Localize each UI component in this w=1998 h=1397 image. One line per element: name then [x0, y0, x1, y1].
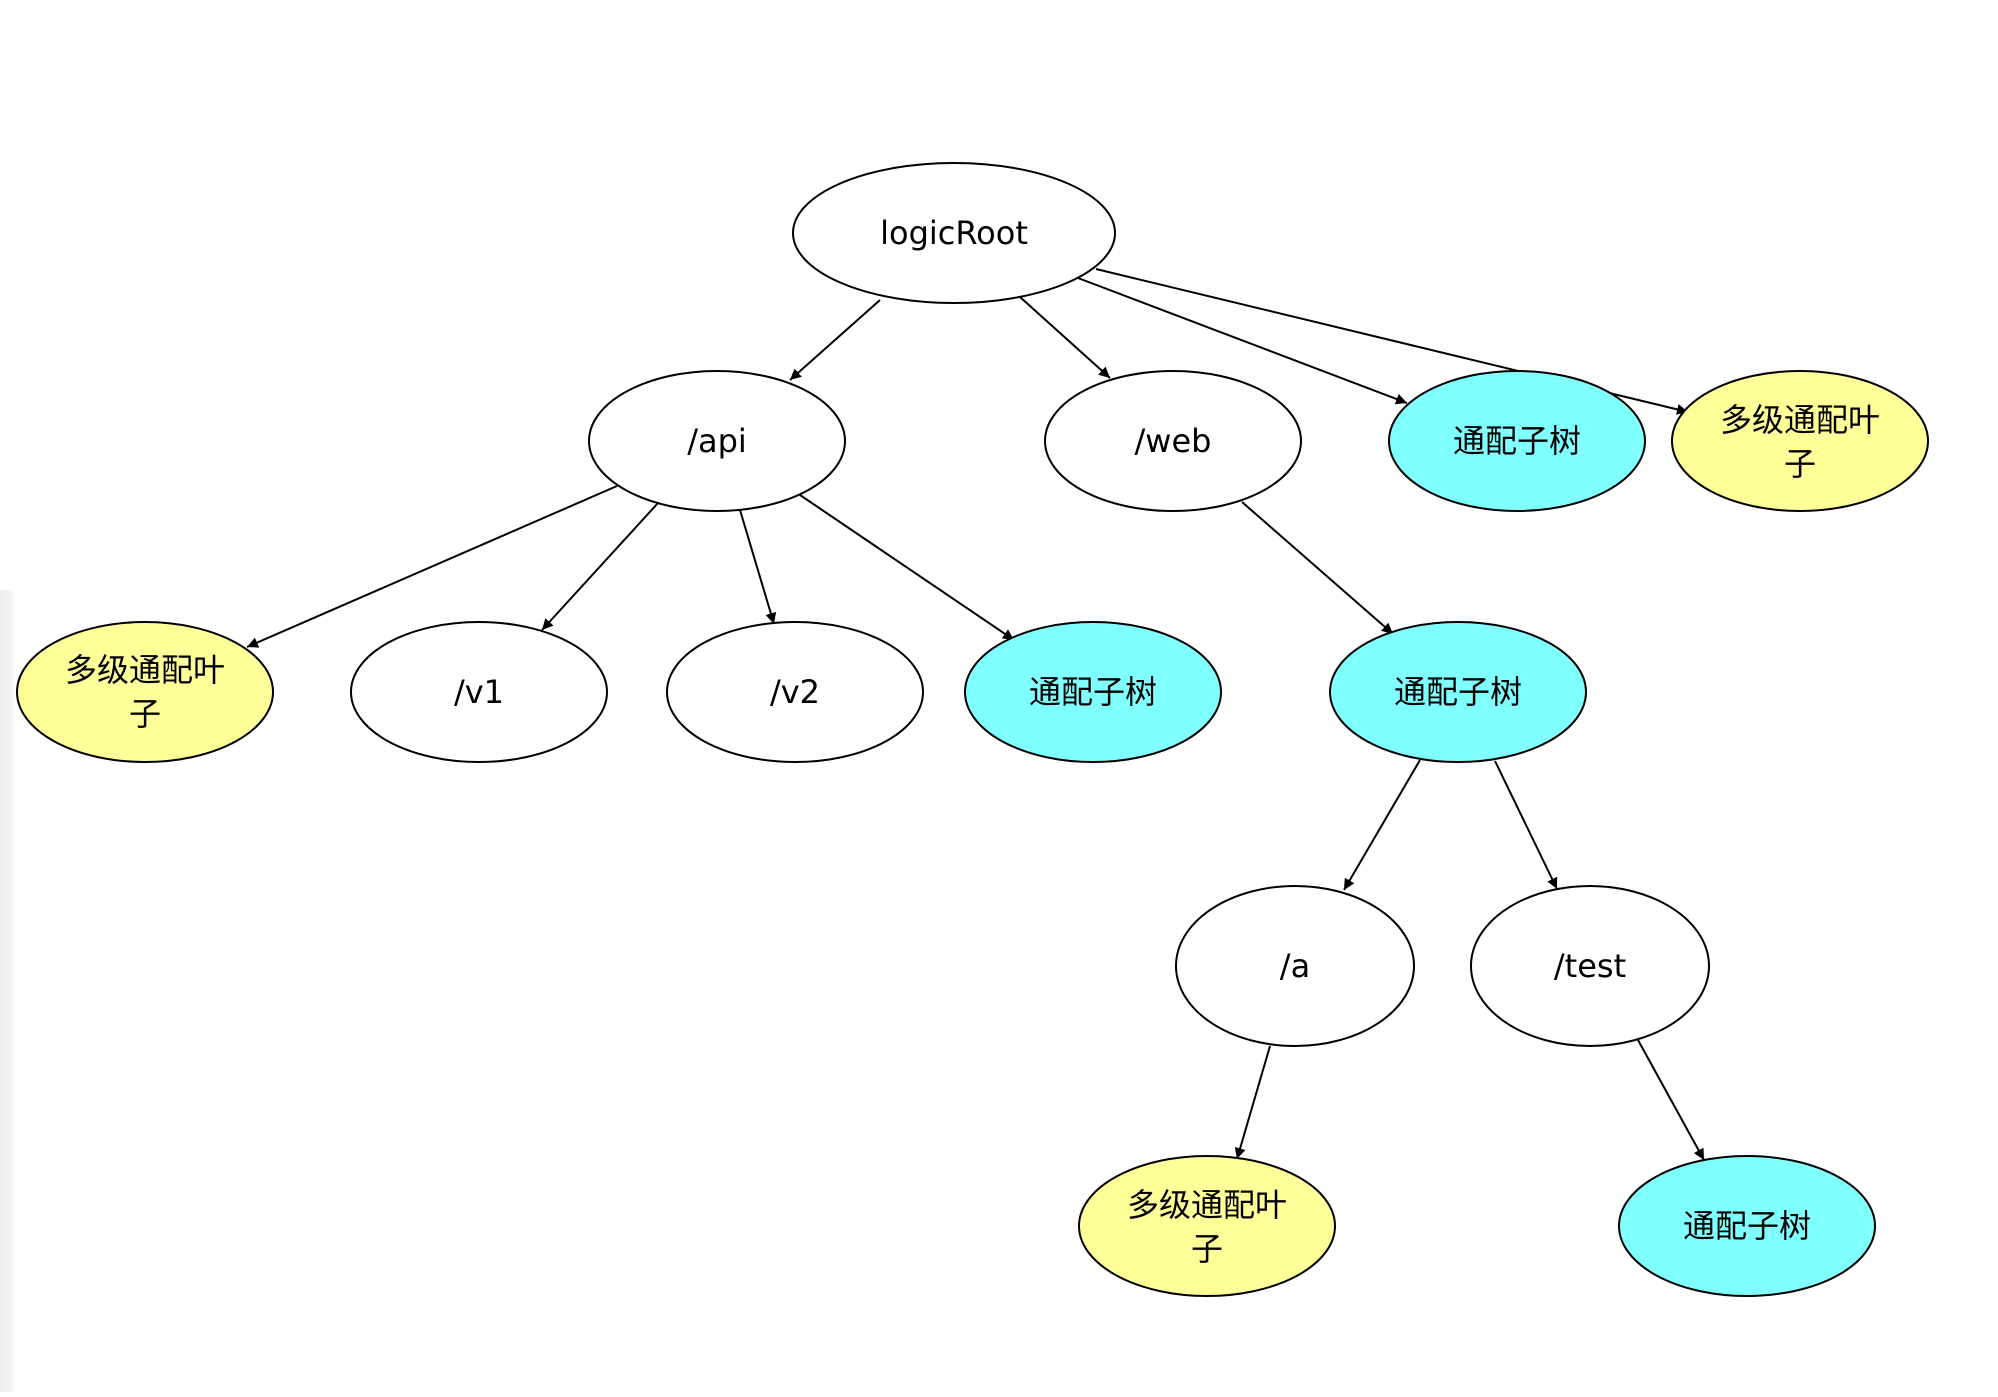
- edge-api-subtree: [799, 494, 1015, 641]
- node-root-multilevel-leaf-label-line1: 多级通配叶: [1720, 401, 1880, 439]
- node-v1: /v1: [350, 621, 608, 763]
- node-test-shape: [1470, 885, 1710, 1047]
- node-v2-shape: [666, 621, 924, 763]
- node-web-shape: [1044, 370, 1302, 512]
- node-root-wildcard-subtree-label: 通配子树: [1453, 422, 1581, 460]
- edge-test-subtree: [1637, 1039, 1705, 1161]
- edge-logicroot-subtree: [1077, 277, 1408, 405]
- node-a-multilevel-leaf-shape: [1078, 1155, 1336, 1297]
- node-a-shape: [1175, 885, 1415, 1047]
- node-web-wildcard-subtree-shape: [1329, 621, 1587, 763]
- node-v2-label: /v2: [770, 673, 820, 711]
- node-api-wildcard-subtree-shape: [964, 621, 1222, 763]
- edge-api-leaf: [246, 485, 618, 648]
- node-test-wildcard-subtree: 通配子树: [1618, 1155, 1876, 1297]
- edges: [246, 268, 1705, 1161]
- node-root-multilevel-leaf-label-line2: 子: [1784, 445, 1816, 483]
- node-test-label: /test: [1554, 947, 1626, 985]
- node-api: /api: [588, 370, 846, 512]
- edge-logicroot-api: [789, 299, 881, 381]
- edge-logicroot-web: [1019, 296, 1111, 379]
- node-test-wildcard-subtree-shape: [1618, 1155, 1876, 1297]
- node-logicroot-shape: [792, 162, 1116, 304]
- node-v2: /v2: [666, 621, 924, 763]
- node-web-wildcard-subtree-label: 通配子树: [1394, 673, 1522, 711]
- node-a-label: /a: [1280, 947, 1310, 985]
- nodes: logicRoot /api /web 通配子树 多级通配叶 子: [16, 162, 1929, 1297]
- node-test-wildcard-subtree-label: 通配子树: [1683, 1207, 1811, 1245]
- node-a-multilevel-leaf-label-line2: 子: [1191, 1230, 1223, 1268]
- edge-a-leaf: [1234, 1045, 1271, 1160]
- node-api-shape: [588, 370, 846, 512]
- node-web: /web: [1044, 370, 1302, 512]
- node-web-wildcard-subtree: 通配子树: [1329, 621, 1587, 763]
- node-api-wildcard-subtree-label: 通配子树: [1029, 673, 1157, 711]
- node-api-label: /api: [687, 422, 747, 460]
- node-root-multilevel-leaf-shape: [1671, 370, 1929, 512]
- edge-subtree-test: [1494, 760, 1558, 890]
- edge-subtree-a: [1343, 759, 1421, 891]
- left-edge-shadow: [0, 590, 14, 1392]
- node-root-multilevel-leaf: 多级通配叶 子: [1671, 370, 1929, 512]
- node-api-multilevel-leaf-label-line2: 子: [129, 695, 161, 733]
- node-a-multilevel-leaf-label-line1: 多级通配叶: [1127, 1186, 1287, 1224]
- node-root-wildcard-subtree-shape: [1388, 370, 1646, 512]
- node-api-multilevel-leaf-label-line1: 多级通配叶: [65, 651, 225, 689]
- node-test: /test: [1470, 885, 1710, 1047]
- node-a-multilevel-leaf: 多级通配叶 子: [1078, 1155, 1336, 1297]
- node-api-multilevel-leaf-shape: [16, 621, 274, 763]
- node-api-wildcard-subtree: 通配子树: [964, 621, 1222, 763]
- node-logicroot-label: logicRoot: [880, 214, 1028, 252]
- edge-api-v2: [739, 509, 777, 625]
- node-a: /a: [1175, 885, 1415, 1047]
- node-logicroot: logicRoot: [792, 162, 1116, 304]
- node-api-multilevel-leaf: 多级通配叶 子: [16, 621, 274, 763]
- edge-api-v1: [541, 502, 659, 631]
- node-root-wildcard-subtree: 通配子树: [1388, 370, 1646, 512]
- edge-web-subtree: [1241, 501, 1394, 635]
- node-v1-shape: [350, 621, 608, 763]
- node-web-label: /web: [1135, 422, 1212, 460]
- node-v1-label: /v1: [454, 673, 504, 711]
